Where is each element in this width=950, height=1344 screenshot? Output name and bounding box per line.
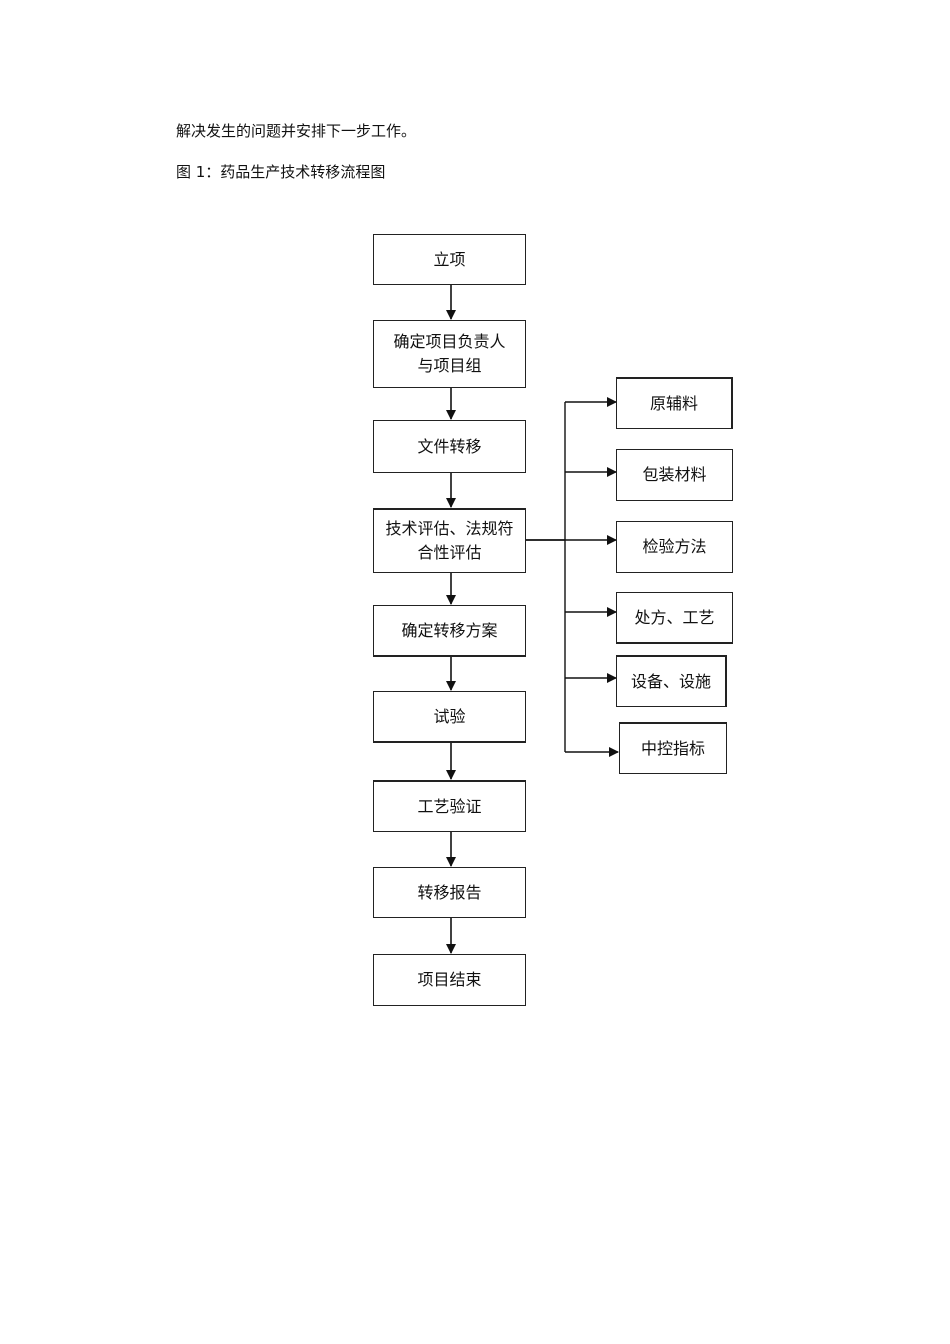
branch-yuanfuliao-label: 原辅料 xyxy=(649,393,698,413)
step-jishu-pinggu-label-2: 合性评估 xyxy=(417,543,482,562)
branch-zhongkong-zhibiao: 中控指标 xyxy=(619,722,727,774)
step-gongyi-yanzheng-label: 工艺验证 xyxy=(417,796,482,816)
step-queding-fangan-label: 确定转移方案 xyxy=(401,620,498,640)
body-text-line: 解决发生的问题并安排下一步工作。 xyxy=(176,122,417,140)
step-queding-fuzeren: 确定项目负责人 与项目组 xyxy=(373,320,526,388)
step-queding-fangan: 确定转移方案 xyxy=(373,605,526,657)
branch-yuanfuliao: 原辅料 xyxy=(616,377,733,429)
branch-jianyan-fangfa: 检验方法 xyxy=(616,521,733,573)
step-shiyan: 试验 xyxy=(373,691,526,743)
step-queding-fuzeren-label-2: 与项目组 xyxy=(417,356,482,375)
figure-caption: 图 1：药品生产技术转移流程图 xyxy=(176,163,386,181)
step-wenjian-zhuanyi: 文件转移 xyxy=(373,420,526,473)
step-lixiang-label: 立项 xyxy=(433,249,466,269)
branch-chufang-gongyi-label: 处方、工艺 xyxy=(634,607,715,627)
step-jishu-pinggu: 技术评估、法规符 合性评估 xyxy=(373,508,526,573)
branch-shebei-sheshi: 设备、设施 xyxy=(616,655,727,707)
step-jishu-pinggu-label-1: 技术评估、法规符 xyxy=(385,519,514,538)
step-gongyi-yanzheng: 工艺验证 xyxy=(373,780,526,832)
branch-shebei-sheshi-label: 设备、设施 xyxy=(630,671,711,691)
branch-chufang-gongyi: 处方、工艺 xyxy=(616,592,733,644)
step-lixiang: 立项 xyxy=(373,234,526,285)
branch-baozhuang-cailiao: 包装材料 xyxy=(616,449,733,501)
step-queding-fuzeren-label-1: 确定项目负责人 xyxy=(393,332,506,351)
step-wenjian-zhuanyi-label: 文件转移 xyxy=(417,436,482,456)
step-zhuanyi-baogao: 转移报告 xyxy=(373,867,526,918)
step-xiangmu-jieshu: 项目结束 xyxy=(373,954,526,1006)
branch-jianyan-fangfa-label: 检验方法 xyxy=(642,537,707,556)
step-xiangmu-jieshu-label: 项目结束 xyxy=(417,970,482,989)
step-zhuanyi-baogao-label: 转移报告 xyxy=(417,882,482,902)
branch-baozhuang-cailiao-label: 包装材料 xyxy=(642,465,707,484)
step-shiyan-label: 试验 xyxy=(433,706,466,726)
branch-zhongkong-zhibiao-label: 中控指标 xyxy=(640,738,705,758)
